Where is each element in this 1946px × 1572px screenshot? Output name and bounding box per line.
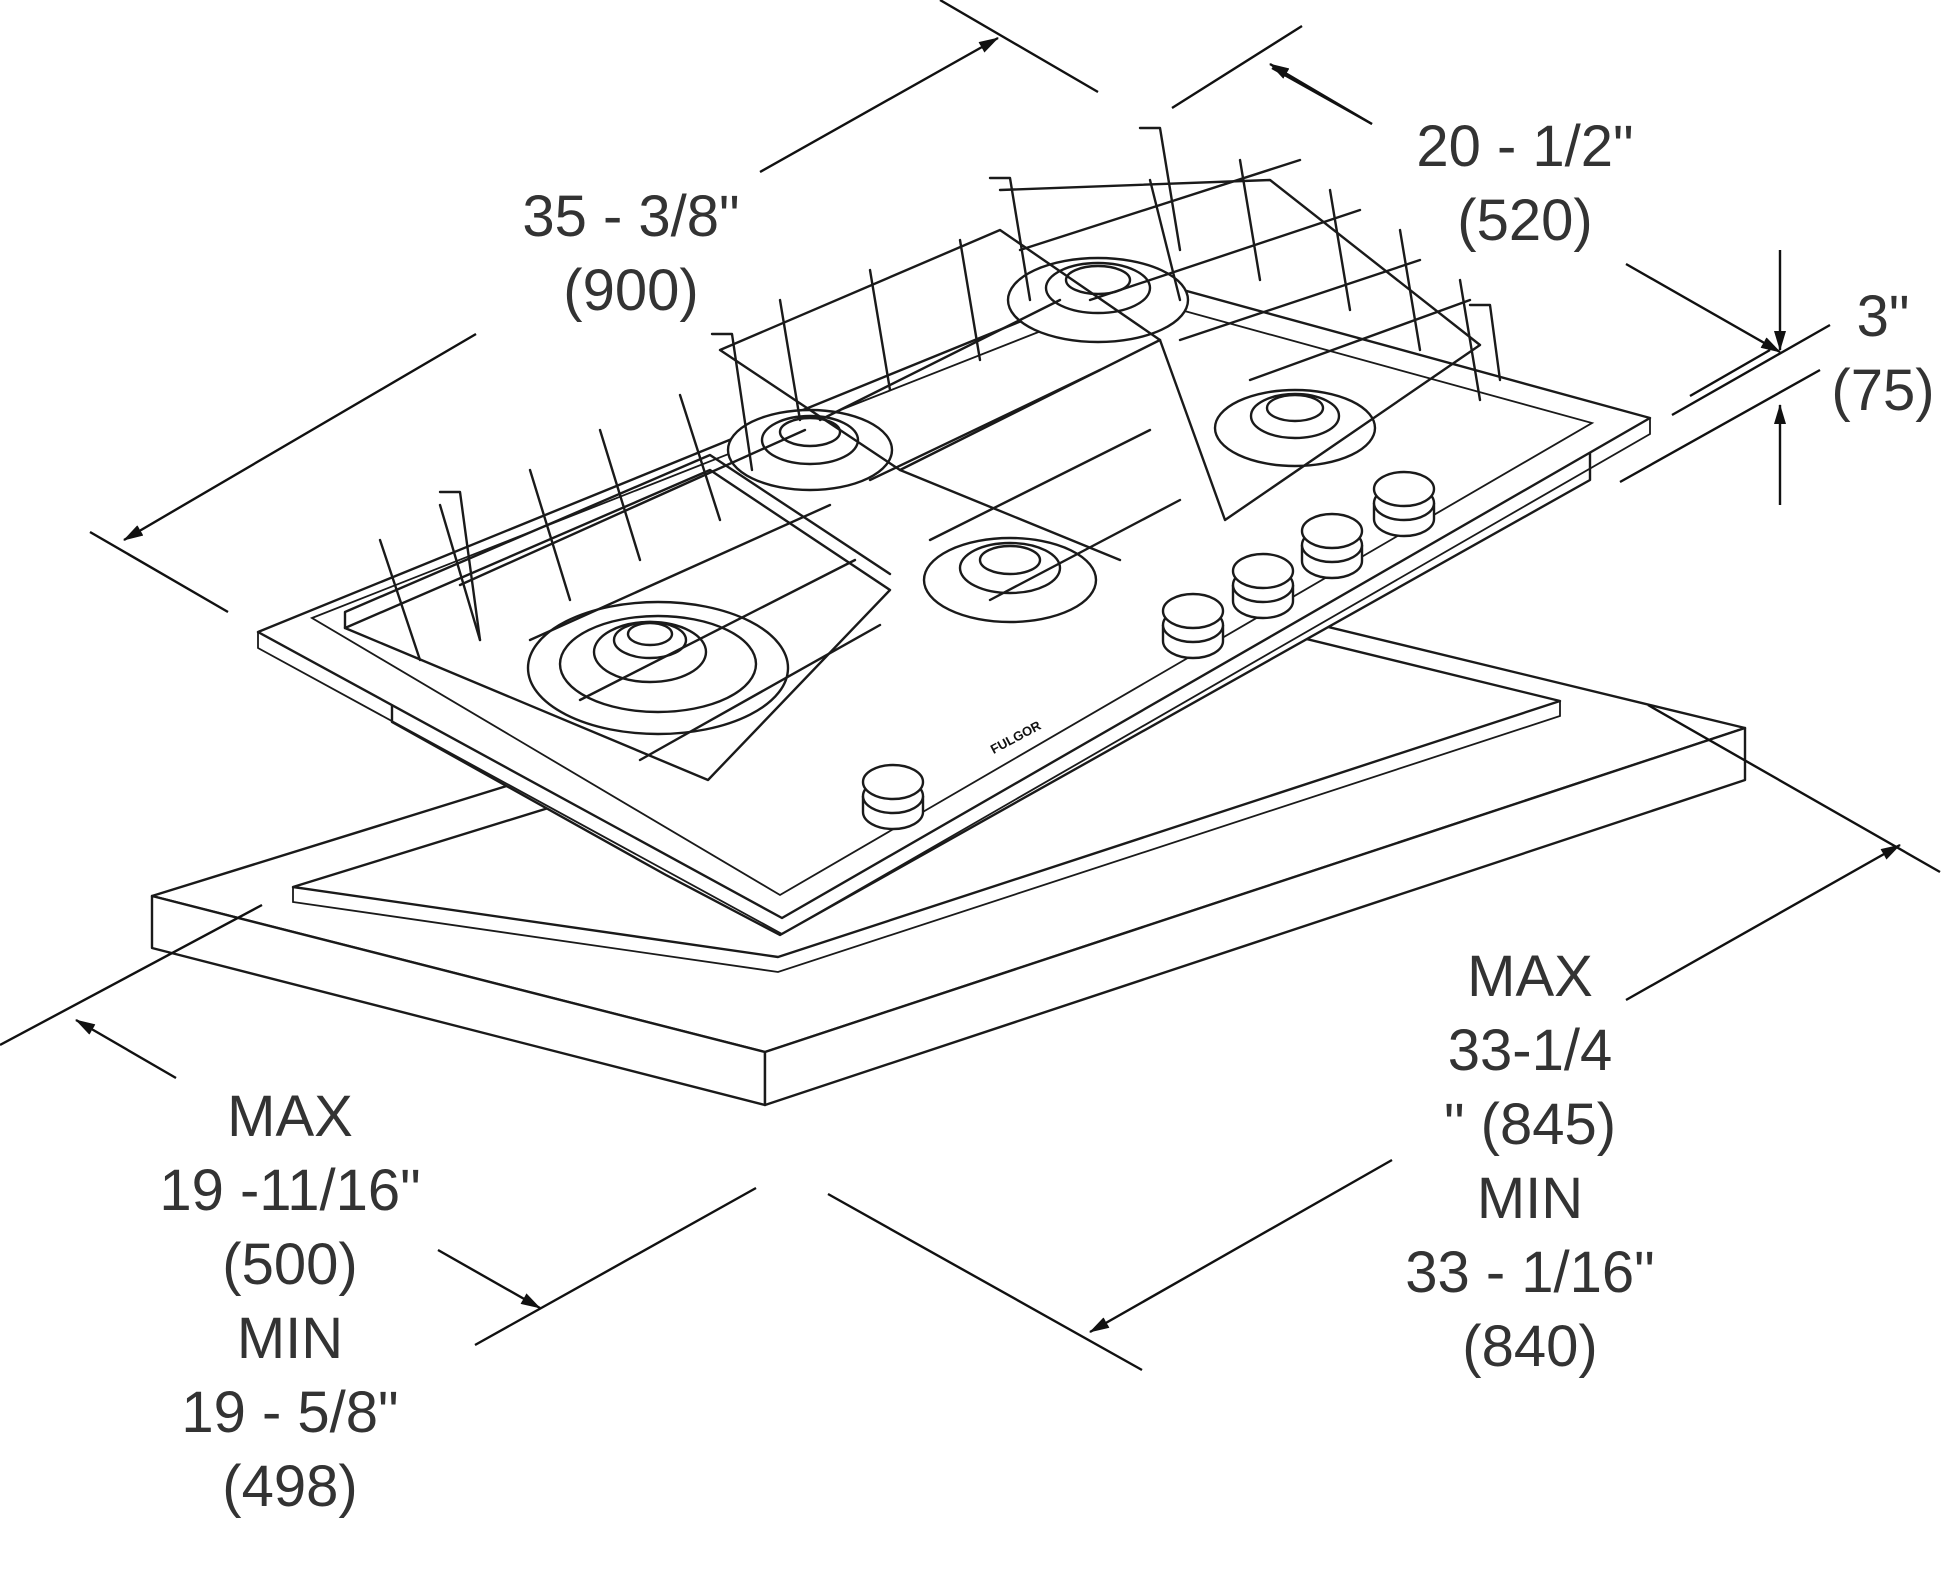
dim-height-label: 3" (75): [1820, 280, 1946, 428]
cutout-depth-max-value: 19 -11/16": [159, 1158, 421, 1223]
knob-4: [1300, 512, 1364, 580]
knob-5: [1372, 470, 1436, 538]
dimension-lines: [0, 0, 1941, 1372]
cutout-width-min-value: 33 - 1/16": [1405, 1240, 1655, 1305]
dim-depth-inches: 20 - 1/2": [1416, 114, 1634, 179]
grates: [343, 126, 1502, 782]
burner-wok: [526, 600, 790, 736]
cutout-width-min-mm: (840): [1462, 1314, 1598, 1379]
cutout-width-max-value-b: " (845): [1443, 1092, 1617, 1157]
burner-rear-center: [1006, 256, 1190, 344]
knob-3: [1231, 552, 1295, 620]
dim-depth-label: 20 - 1/2" (520): [1390, 110, 1660, 258]
dim-height-inches: 3": [1856, 284, 1910, 349]
dim-width-mm: (900): [563, 258, 699, 323]
burner-center-front: [922, 536, 1098, 624]
cutout-depth-max-label: MAX: [227, 1084, 353, 1149]
burner-rear-left: [726, 408, 894, 492]
knob-1: [861, 763, 925, 831]
control-knobs: [861, 470, 1436, 831]
dim-width-label: 35 - 3/8" (900): [496, 180, 766, 328]
cutout-depth-min-mm: (498): [222, 1454, 358, 1519]
knob-2: [1161, 592, 1225, 660]
cutout-width-min-label: MIN: [1476, 1166, 1584, 1231]
cutout-depth-max-mm: (500): [222, 1232, 358, 1297]
cutout-width-max-label: MAX: [1467, 944, 1593, 1009]
burners: [526, 256, 1377, 736]
dim-cutout-depth-label: MAX 19 -11/16" (500) MIN 19 - 5/8" (498): [120, 1080, 460, 1524]
dim-depth-mm: (520): [1457, 188, 1593, 253]
cutout-depth-min-value: 19 - 5/8": [181, 1380, 399, 1445]
dim-height-mm: (75): [1831, 358, 1935, 423]
dim-width-inches: 35 - 3/8": [522, 184, 740, 249]
cutout-width-max-value-a: 33-1/4: [1447, 1018, 1613, 1083]
cutout-depth-min-label: MIN: [236, 1306, 344, 1371]
burner-right: [1213, 388, 1377, 468]
dim-cutout-width-label: MAX 33-1/4 " (845) MIN 33 - 1/16" (840): [1380, 940, 1680, 1384]
